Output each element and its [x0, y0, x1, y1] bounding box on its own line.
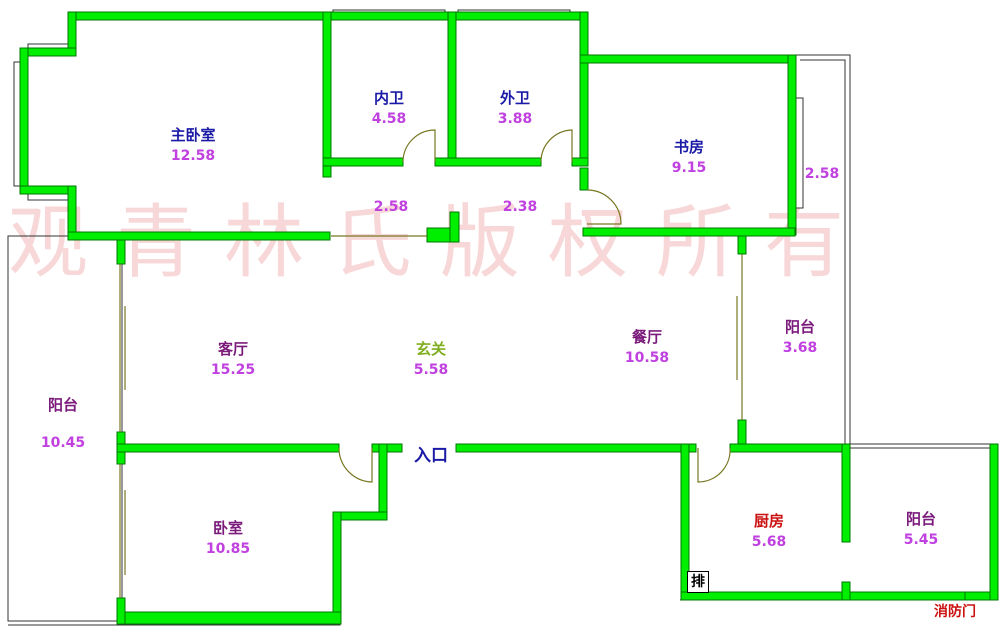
room-name: 阳台	[905, 510, 937, 528]
room-area: 4.58	[371, 111, 407, 127]
room-area: 10.58	[624, 350, 670, 366]
wall	[729, 443, 851, 453]
wall	[455, 443, 697, 453]
room-area: 3.88	[497, 111, 533, 127]
room-master-bedroom: 主卧室 12.58	[170, 126, 215, 165]
wall	[841, 443, 851, 543]
room-name: 阳台	[47, 396, 79, 414]
room-balcony-right: 阳台 3.68	[783, 318, 818, 357]
room-area: 5.68	[751, 534, 787, 550]
room-name: 卧室	[212, 519, 244, 537]
room-living: 客厅 15.25	[211, 340, 255, 379]
wall	[116, 239, 126, 265]
wall	[19, 47, 29, 195]
fire-door-label: 消防门	[934, 604, 976, 620]
door-study	[586, 189, 622, 225]
room-name: 厨房	[753, 512, 785, 530]
wall	[116, 451, 126, 465]
door-inner-bath	[402, 129, 436, 163]
wall-post	[449, 211, 460, 243]
room-area: 10.85	[205, 541, 251, 557]
room-area: 5.58	[413, 362, 449, 378]
room-bedroom: 卧室 10.85	[206, 519, 250, 558]
wall	[116, 443, 340, 453]
room-area: 12.58	[170, 148, 216, 164]
room-foyer: 玄关 5.58	[414, 340, 449, 379]
corridor-area-study-side: 2.58	[804, 166, 840, 182]
room-name: 餐厅	[631, 328, 663, 346]
room-outer-bath: 外卫 3.88	[498, 89, 533, 128]
room-name: 玄关	[415, 340, 447, 358]
room-name: 客厅	[217, 340, 249, 358]
room-name: 外卫	[499, 89, 531, 107]
wall	[571, 157, 589, 167]
wall	[579, 11, 589, 165]
room-kitchen: 厨房 5.68	[752, 512, 787, 551]
watermark: 观青林氏版权所有	[0, 198, 1000, 288]
room-inner-bath: 内卫 4.58	[372, 89, 407, 128]
room-name: 书房	[673, 138, 705, 156]
wall	[579, 54, 796, 64]
wall	[67, 231, 331, 241]
wall	[378, 443, 388, 521]
balcony-right-inner	[800, 59, 846, 448]
wall	[434, 157, 542, 167]
corridor-area-left: 2.58	[373, 199, 409, 215]
wall	[322, 157, 404, 167]
room-study: 书房 9.15	[672, 138, 707, 177]
room-area: 9.15	[671, 160, 707, 176]
door-outer-bath	[540, 129, 573, 163]
wall	[332, 511, 342, 625]
vent-box: 排	[687, 571, 709, 593]
room-name: 内卫	[373, 89, 405, 107]
wall	[989, 443, 999, 601]
wall	[116, 611, 342, 625]
room-dining: 餐厅 10.58	[625, 328, 669, 367]
room-balcony-left: 阳台 10.45	[41, 396, 85, 452]
room-area: 5.45	[903, 532, 939, 548]
wall	[680, 591, 992, 601]
entrance-label: 入口	[414, 446, 448, 466]
wall	[582, 227, 796, 237]
room-balcony-kitchen: 阳台 5.45	[904, 510, 939, 549]
door-bedroom	[338, 447, 373, 483]
room-name: 主卧室	[170, 126, 216, 144]
wall	[116, 597, 126, 625]
wall	[579, 167, 589, 191]
door-kitchen	[697, 447, 731, 483]
room-area: 10.45	[40, 435, 86, 451]
wall	[322, 11, 332, 178]
wall	[737, 235, 747, 255]
wall	[447, 11, 457, 165]
balcony-right-outline	[795, 54, 851, 448]
room-name: 阳台	[784, 318, 816, 336]
corridor-area-right: 2.38	[502, 199, 538, 215]
wall	[787, 54, 797, 236]
wall	[841, 581, 851, 601]
room-area: 3.68	[782, 340, 818, 356]
room-area: 15.25	[210, 362, 256, 378]
